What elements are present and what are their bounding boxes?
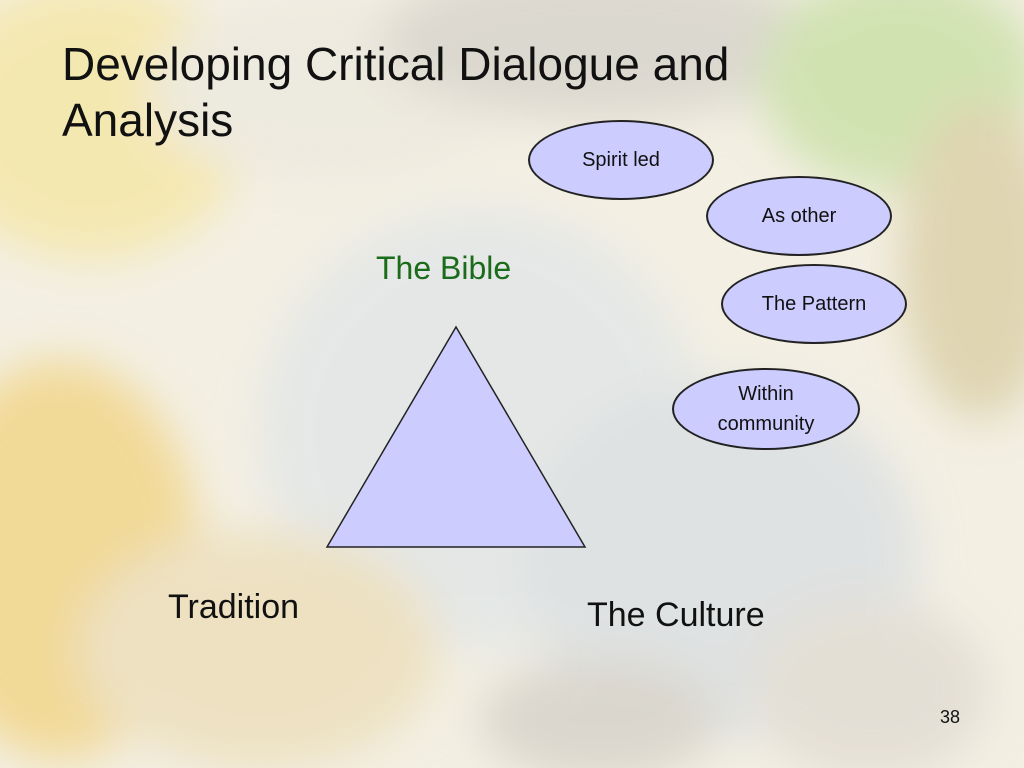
apex-label-the-bible: The Bible [376,250,512,286]
right-label-the-culture: The Culture [587,596,765,634]
oval-as-other[interactable]: As other [706,176,892,256]
oval-within-community[interactable]: Within community [672,368,860,450]
page-number: 38 [940,707,961,727]
slide-title: Developing Critical Dialogue and Analysi… [62,38,730,146]
oval-the-pattern[interactable]: The Pattern [721,264,907,344]
oval-label: The Pattern [761,293,867,315]
dialogue-triangle [325,325,587,548]
oval-label: Spirit led [582,149,660,171]
left-label-tradition: Tradition [168,588,300,626]
oval-label: Within community [717,383,815,435]
oval-spirit-led[interactable]: Spirit led [528,120,714,200]
oval-label: As other [761,205,837,227]
